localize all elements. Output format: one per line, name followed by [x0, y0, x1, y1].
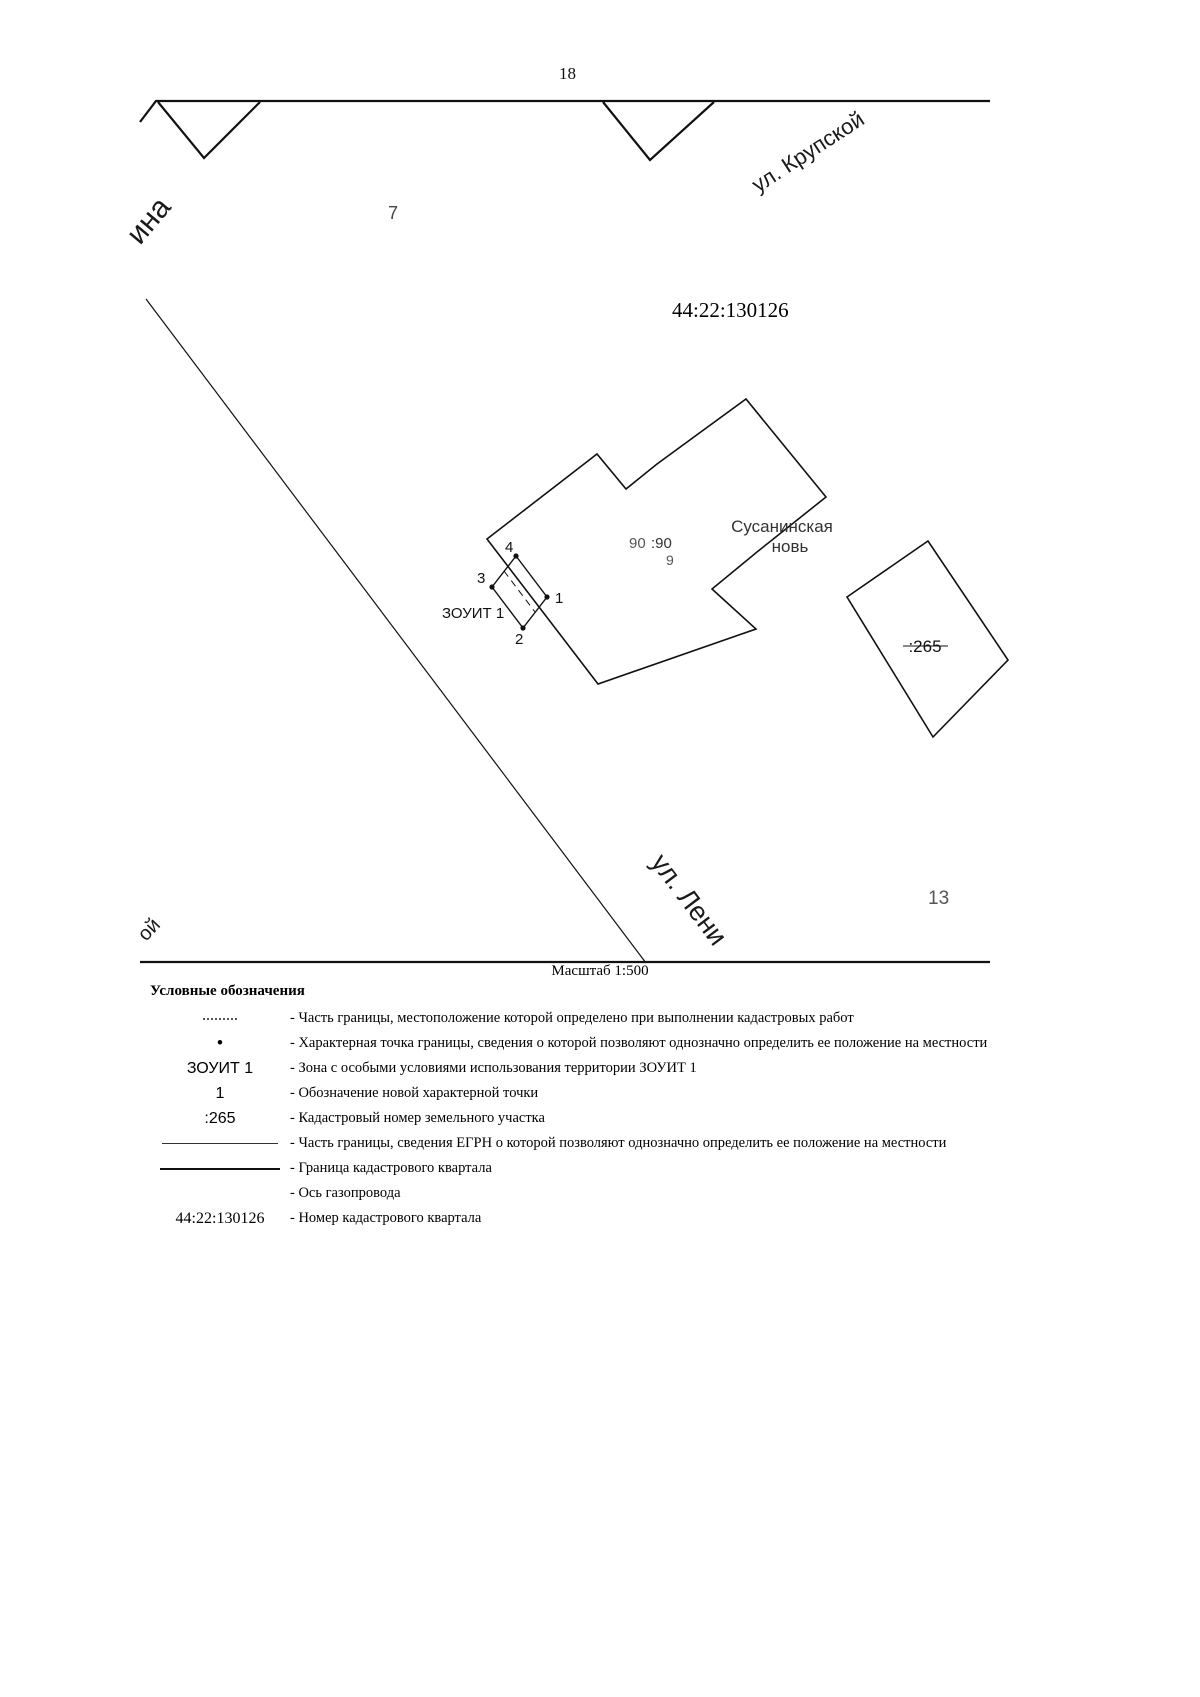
legend-item-characteristic-point: • - Характерная точка границы, сведения …	[150, 1031, 1150, 1056]
legend-item-text: - Ось газопровода	[290, 1185, 401, 1201]
street-label-partial-bottom-left: ой	[134, 914, 165, 945]
point-label-4: 4	[505, 539, 513, 556]
place-name-line1: Сусанинская	[731, 517, 833, 536]
legend-symbol-new-point: 1	[215, 1084, 225, 1102]
legend-item-parcel-number: :265 - Кадастровый номер земельного учас…	[150, 1106, 1150, 1131]
quarter-number-label: 44:22:130126	[672, 298, 789, 322]
legend: Условные обозначения - Часть границы, ме…	[150, 983, 1150, 1231]
legend-item-zouit-zone: ЗОУИТ 1 - Зона с особыми условиями испол…	[150, 1056, 1150, 1081]
legend-symbol-zouit: ЗОУИТ 1	[186, 1059, 254, 1077]
street-label-krupskoy: ул. Крупской	[747, 106, 869, 197]
boundary-notch-middle	[602, 101, 715, 162]
street-label-lenina: ул. Лени	[645, 848, 733, 951]
scale-label: Масштаб 1:500	[551, 963, 648, 979]
cadastral-map: ул. Крупской ина ул. Лени ой 7 44:22:130…	[120, 99, 1010, 979]
parcel-265-boundary	[845, 539, 1010, 739]
legend-item-text: - Кадастровый номер земельного участка	[290, 1110, 545, 1126]
parcel-90-boundary	[485, 397, 828, 685]
place-name-line2: новь	[772, 537, 809, 556]
legend-item-text: - Граница кадастрового квартала	[290, 1160, 492, 1176]
legend-item-text: - Часть границы, местоположение которой …	[290, 1010, 854, 1026]
point-label-1: 1	[555, 590, 563, 607]
boundary-notch-left	[157, 101, 261, 160]
legend-item-quarter-boundary: - Граница кадастрового квартала	[150, 1156, 1150, 1181]
legend-item-text: - Характерная точка границы, сведения о …	[290, 1035, 988, 1051]
street-label-partial-top-left: ина	[120, 191, 178, 251]
legend-title: Условные обозначения	[150, 983, 305, 999]
legend-item-quarter-number: 44:22:130126 - Номер кадастрового кварта…	[150, 1206, 1150, 1231]
legend-symbol-egrn-boundary-line	[162, 1143, 278, 1144]
gas-pipeline-axis-line	[503, 570, 536, 613]
legend-symbol-determined-boundary-line	[203, 1017, 237, 1020]
map-label-13: 13	[928, 888, 949, 909]
map-label-7: 7	[388, 203, 398, 223]
parcel-265-number-label: :265	[908, 637, 941, 656]
legend-symbol-point-dot: •	[216, 1032, 224, 1054]
legend-symbol-parcel-number: :265	[204, 1109, 236, 1127]
page-number: 18	[559, 64, 576, 83]
zouit-zone-label: ЗОУИТ 1	[442, 605, 504, 622]
boundary-point-1	[544, 594, 550, 600]
legend-symbol-quarter-boundary-line	[160, 1167, 280, 1170]
legend-item-text: - Номер кадастрового квартала	[290, 1210, 482, 1226]
map-label-9: 9	[666, 552, 674, 568]
parcel-90-prefix-label: 90	[629, 535, 646, 552]
legend-symbol-quarter-number: 44:22:130126	[175, 1209, 265, 1227]
street-boundary-line-lenina	[145, 298, 647, 964]
boundary-point-2	[520, 625, 526, 631]
legend-item-new-point: 1 - Обозначение новой характерной точки	[150, 1081, 1150, 1106]
legend-item-egrn-boundary: - Часть границы, сведения ЕГРН о которой…	[150, 1131, 1150, 1156]
legend-item-text: - Обозначение новой характерной точки	[290, 1085, 539, 1101]
point-label-2: 2	[515, 631, 523, 648]
quarter-boundary-top-line	[139, 99, 990, 123]
legend-item-determined-boundary: - Часть границы, местоположение которой …	[150, 1006, 1150, 1031]
point-label-3: 3	[477, 570, 485, 587]
boundary-point-3	[489, 584, 495, 590]
parcel-90-number-label: :90	[651, 535, 672, 552]
boundary-point-4	[513, 553, 519, 559]
legend-item-gas-pipeline-axis: - Ось газопровода	[150, 1181, 1150, 1206]
legend-item-text: - Часть границы, сведения ЕГРН о которой…	[290, 1135, 947, 1151]
legend-item-text: - Зона с особыми условиями использования…	[290, 1060, 697, 1076]
